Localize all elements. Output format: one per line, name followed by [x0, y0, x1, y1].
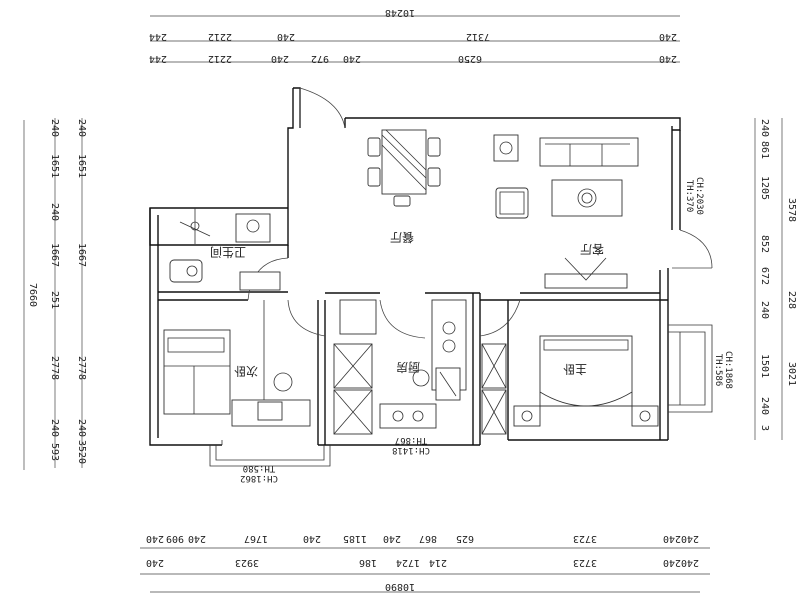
dim-right-row2-1: 228: [786, 291, 797, 309]
dim-right-row1-3: 852: [759, 235, 770, 253]
dim-right-row1-2: 1205: [759, 176, 770, 200]
dim-top-row2-2: 240: [271, 53, 289, 64]
dim-top-row2-0: 244: [149, 53, 167, 64]
left-dimensions: 7660 240 1651 240 1667 251 2778 240 593 …: [23, 118, 87, 470]
dim-bottom-row1-7: 867: [419, 533, 437, 544]
living-furniture: [493, 134, 639, 289]
dim-bottom-row1-5: 1185: [343, 533, 367, 544]
dim-bottom-row1-9: 3723: [573, 533, 597, 544]
bottom-dimensions: 240 909 240 1767 240 1185 240 867 625 37…: [140, 533, 710, 593]
bedroom-window-ch: CH:1862: [240, 473, 278, 483]
dim-right-row1-1: 861: [759, 141, 770, 159]
dim-top-total: 10248: [385, 7, 415, 18]
dim-top-row2-1: 2212: [208, 53, 232, 64]
dim-left-row1-6: 240: [49, 419, 60, 437]
dim-right-row1-6: 1501: [759, 354, 770, 378]
dim-right-row2-2: 3021: [786, 362, 797, 386]
room-label-bathroom: 卫生间: [210, 245, 246, 259]
dim-left-row1-0: 240: [49, 119, 60, 137]
dim-bottom-row2-1: 3923: [235, 557, 259, 568]
master-bedroom-furniture: [513, 335, 659, 427]
dim-top-row1-2: 240: [277, 31, 295, 42]
dim-top-row2-6: 240: [659, 53, 677, 64]
living-window-ch: CH:2030: [694, 177, 704, 215]
dim-bottom-row1-11: 240: [681, 533, 699, 544]
kitchen-window-th: TH:867: [395, 435, 428, 445]
dim-left-row1-2: 240: [49, 203, 60, 221]
dim-left-total: 7660: [27, 283, 38, 307]
dim-right-row1-0: 240: [759, 119, 770, 137]
dim-left-row2-5: 3520: [76, 440, 87, 464]
dim-bottom-row2-2: 186: [359, 557, 377, 568]
dim-right-row1-8: 3: [759, 425, 770, 431]
dim-left-row2-4: 240: [76, 419, 87, 437]
dim-left-row1-5: 2778: [49, 356, 60, 380]
room-label-master-bedroom: 主卧: [563, 362, 587, 376]
master-window-ch: CH:1868: [723, 351, 733, 389]
dim-bottom-row2-7: 240: [681, 557, 699, 568]
dim-top-row1-4: 240: [659, 31, 677, 42]
dim-top-row1-1: 2212: [208, 31, 232, 42]
bathroom-fixtures: [169, 208, 281, 291]
room-labels: 餐厅 客厅 卫生间 次卧 厨房 主卧: [210, 230, 604, 378]
dim-bottom-row1-4: 240: [303, 533, 321, 544]
dim-left-row1-3: 1667: [49, 243, 60, 267]
doors: [247, 87, 713, 339]
dim-top-row1-3: 7312: [466, 31, 490, 42]
living-window-th: TH:370: [684, 180, 694, 213]
dim-left-row1-4: 251: [49, 291, 60, 309]
dim-bottom-row1-10: 240: [663, 533, 681, 544]
dim-bottom-total: 10890: [385, 581, 415, 592]
room-label-living: 客厅: [580, 242, 604, 257]
dim-bottom-row2-5: 3723: [573, 557, 597, 568]
dim-bottom-row1-2: 240: [188, 533, 206, 544]
dining-table: [367, 129, 441, 207]
window-labels: TH:370 CH:2030 TH:586 CH:1868 TH:580 CH:…: [240, 177, 733, 483]
room-label-second-bedroom: 次卧: [234, 364, 258, 378]
dim-bottom-row2-3: 1724: [396, 557, 420, 568]
second-bedroom-furniture: [163, 300, 311, 427]
dim-bottom-row1-8: 625: [456, 533, 474, 544]
dim-left-row2-1: 1651: [76, 154, 87, 178]
dim-left-row1-7: 593: [49, 443, 60, 461]
dim-top-row1-0: 244: [149, 31, 167, 42]
room-label-dining: 餐厅: [390, 230, 414, 245]
kitchen-window-ch: CH:1418: [392, 445, 430, 455]
dim-top-row2-3: 972: [311, 53, 329, 64]
dim-right-row1-5: 240: [759, 301, 770, 319]
dim-left-row2-3: 2778: [76, 356, 87, 380]
dim-bottom-row2-6: 240: [663, 557, 681, 568]
kitchen-fixtures: [333, 299, 507, 435]
right-dimensions: 240 861 1205 852 672 240 1501 240 3 3578…: [754, 118, 797, 440]
dim-bottom-row2-4: 214: [429, 557, 447, 568]
dim-bottom-row1-6: 240: [383, 533, 401, 544]
interior-walls: [158, 245, 668, 445]
dim-bottom-row2-0: 240: [146, 557, 164, 568]
dim-bottom-row1-1: 909: [166, 533, 184, 544]
dim-top-row2-5: 6250: [458, 53, 482, 64]
dim-bottom-row1-3: 1767: [244, 533, 268, 544]
master-window-th: TH:586: [713, 354, 723, 387]
dim-right-row2-0: 3578: [786, 198, 797, 222]
room-label-kitchen: 厨房: [396, 360, 420, 375]
top-dimensions: 10248 244 2212 240 7312 240 244 2212 240…: [149, 7, 680, 64]
dim-left-row1-1: 1651: [49, 154, 60, 178]
dim-left-row2-2: 1667: [76, 243, 87, 267]
dim-bottom-row1-0: 240: [146, 533, 164, 544]
bedroom-window-th: TH:580: [243, 463, 276, 473]
dim-left-row2-0: 240: [76, 119, 87, 137]
dim-right-row1-7: 240: [759, 397, 770, 415]
dim-top-row2-4: 240: [343, 53, 361, 64]
dim-right-row1-4: 672: [759, 267, 770, 285]
